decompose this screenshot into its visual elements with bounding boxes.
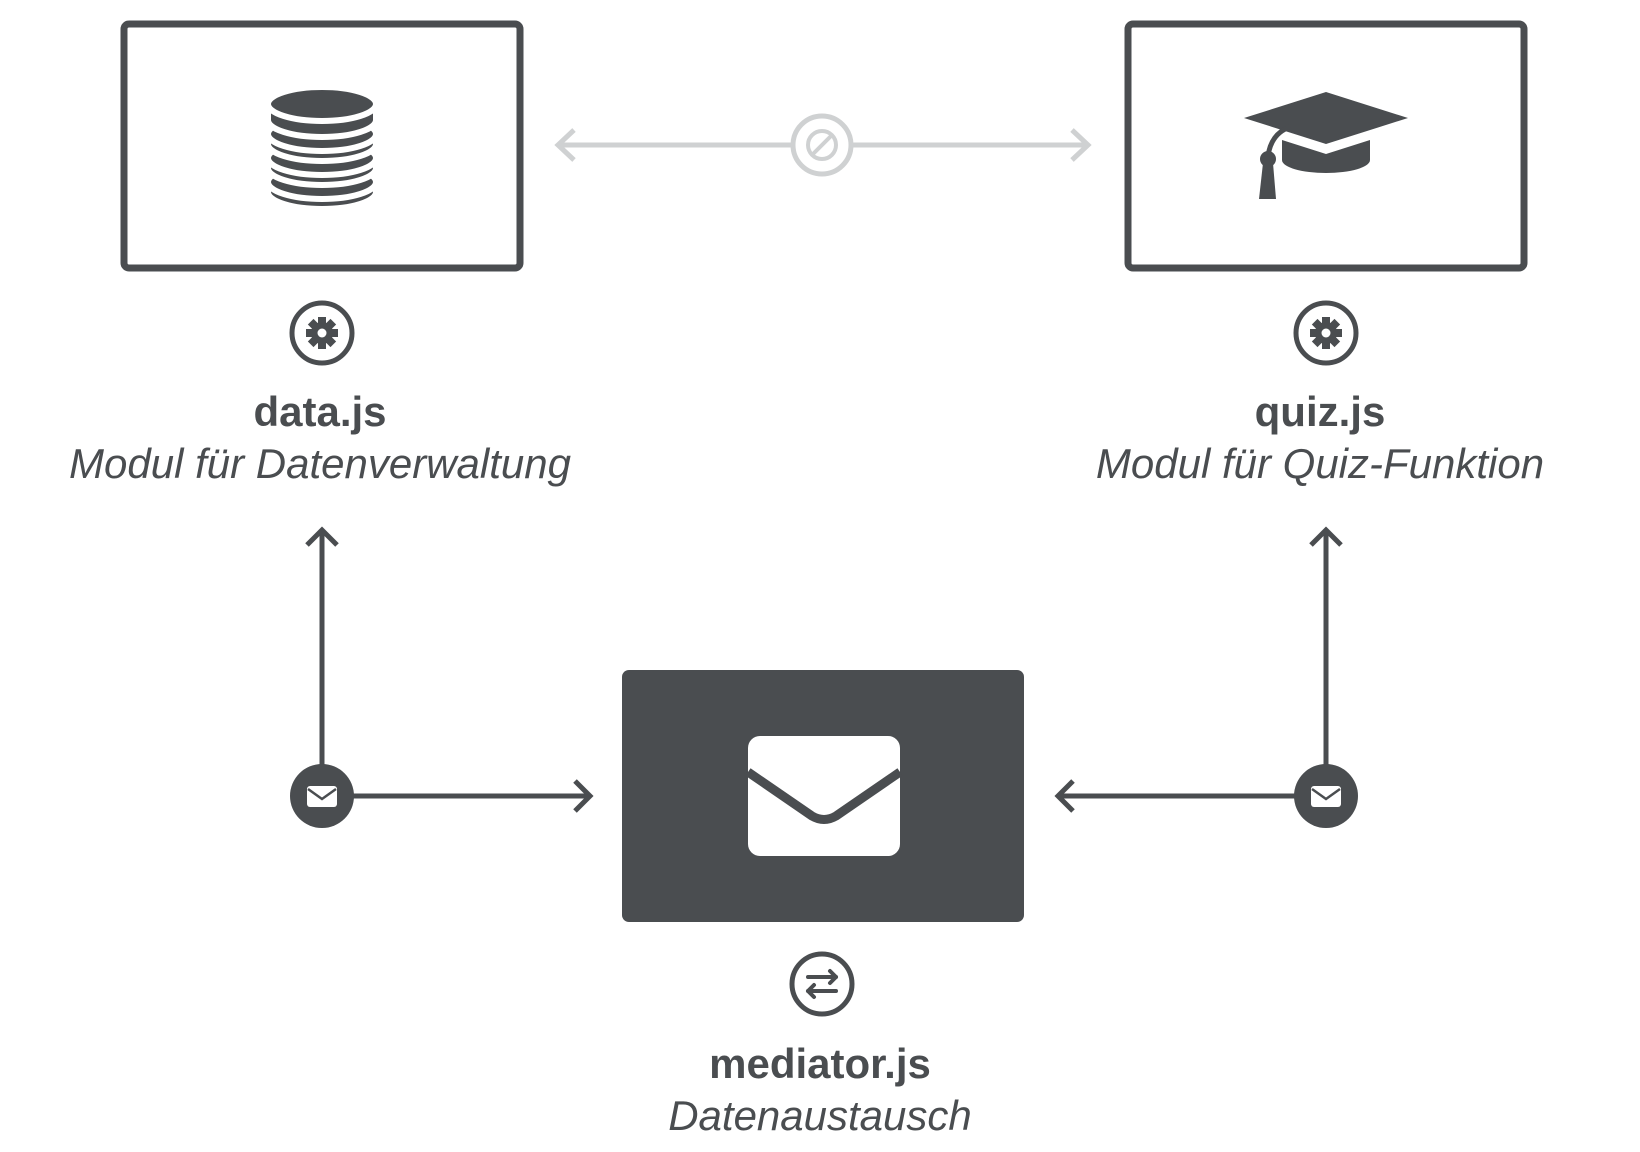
gear-icon	[1293, 300, 1359, 366]
database-icon	[265, 84, 379, 212]
data-module-name: data.js	[253, 388, 387, 435]
quiz-module-box	[1124, 20, 1528, 272]
envelope-icon	[1294, 764, 1358, 828]
no-entry-icon	[790, 113, 854, 177]
exchange-arrows-icon	[789, 951, 855, 1017]
blocked-direct-link	[554, 128, 1092, 162]
quiz-module-label: quiz.js Modul für Quiz-Funktion	[1060, 386, 1580, 490]
mediator-module-description: Datenaustausch	[668, 1092, 972, 1139]
data-to-mediator-connector	[305, 526, 594, 813]
data-module-label: data.js Modul für Datenverwaltung	[60, 386, 580, 490]
data-module-description: Modul für Datenverwaltung	[69, 440, 571, 487]
gear-icon	[289, 300, 355, 366]
envelope-icon	[290, 764, 354, 828]
quiz-module-description: Modul für Quiz-Funktion	[1095, 440, 1545, 487]
quiz-to-mediator-connector	[1054, 526, 1343, 813]
envelope-icon	[745, 736, 903, 856]
mediator-module-name: mediator.js	[709, 1040, 931, 1087]
mediator-module-label: mediator.js Datenaustausch	[560, 1038, 1080, 1142]
graduation-cap-icon	[1244, 92, 1408, 199]
quiz-module-name: quiz.js	[1254, 388, 1386, 435]
